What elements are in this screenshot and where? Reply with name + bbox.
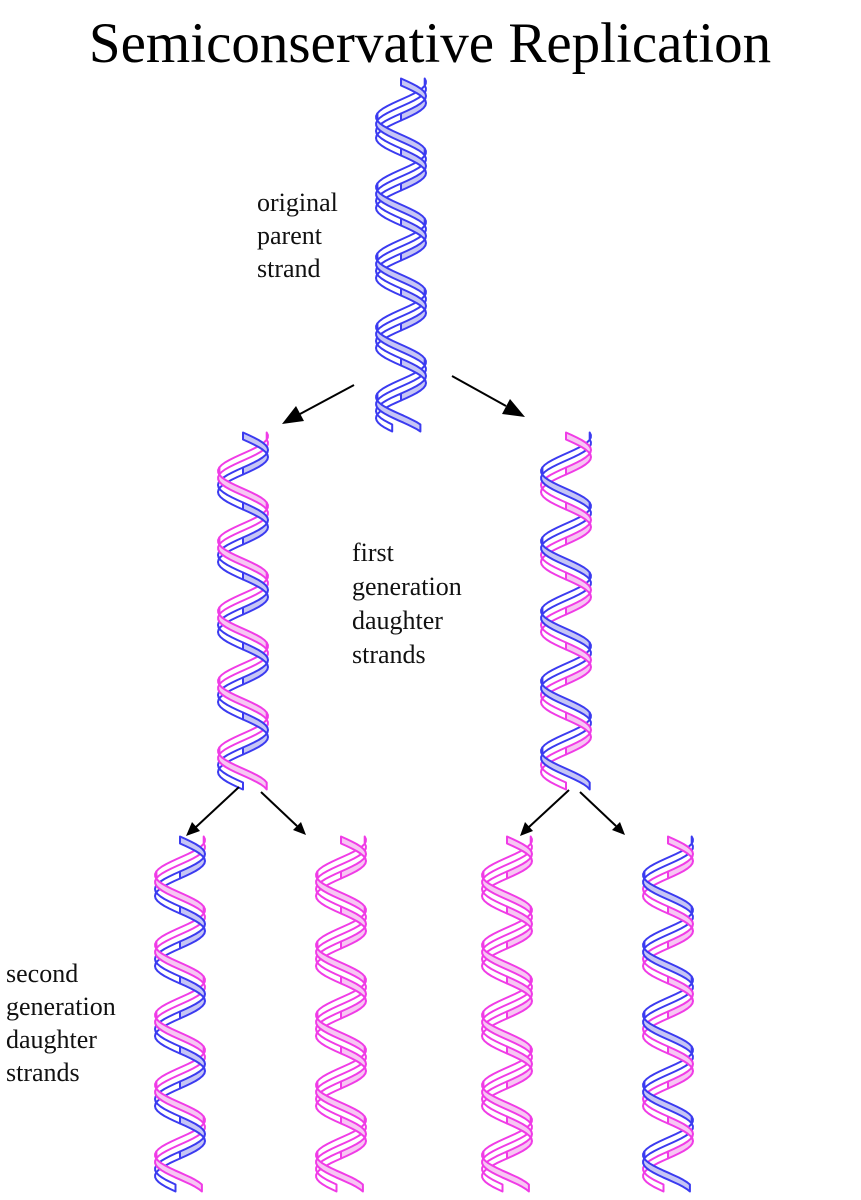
new-strand-segment — [506, 905, 533, 950]
first-gen-left-helix — [217, 431, 269, 791]
label-line: daughter — [6, 1025, 97, 1054]
second-gen-helix-2 — [315, 835, 367, 1193]
label-line: second — [6, 959, 78, 988]
label-line: parent — [257, 221, 323, 250]
arrow-right-to-second-3 — [520, 789, 570, 836]
label-line: strands — [6, 1058, 80, 1087]
label-line: strands — [352, 640, 426, 669]
parent-strand-segment — [400, 77, 427, 122]
parent-strand-segment — [375, 392, 422, 433]
parent-strand-segment — [400, 147, 427, 192]
parent-strand-segment — [242, 431, 269, 476]
parent-strand-segment — [179, 835, 206, 880]
new-strand-segment — [154, 940, 205, 985]
new-strand-segment — [217, 466, 268, 511]
arrow-parent-to-right — [451, 375, 525, 417]
label-line: generation — [352, 572, 462, 601]
label-line: first — [352, 538, 395, 567]
new-strand-segment — [481, 1080, 532, 1125]
new-strand-segment — [217, 676, 268, 721]
parent-strand-segment — [375, 112, 426, 157]
new-strand-segment — [340, 905, 367, 950]
new-strand-segment — [565, 501, 592, 546]
parent-strand-segment — [242, 711, 269, 756]
new-strand-segment — [506, 835, 533, 880]
label-line: generation — [6, 992, 116, 1021]
parent-strand-segment — [179, 1045, 206, 1090]
new-strand-segment — [481, 1150, 530, 1193]
second-gen-helix-3 — [481, 835, 533, 1193]
parent-strand-segment — [642, 1150, 691, 1193]
parent-strand-segment — [179, 975, 206, 1020]
parent-strand-segment — [400, 217, 427, 262]
new-strand-segment — [315, 1010, 366, 1055]
parent-strand-segment — [642, 1010, 693, 1055]
new-strand-segment — [667, 975, 694, 1020]
parent-strand-segment — [179, 905, 206, 950]
parent-strand-segment — [375, 252, 426, 297]
parent-strand-segment — [375, 182, 426, 227]
new-strand-segment — [154, 1010, 205, 1055]
new-strand-segment — [315, 870, 366, 915]
arrow-left-to-second-2 — [260, 791, 306, 835]
label-line: original — [257, 188, 338, 217]
parent-strand-segment — [375, 322, 426, 367]
parent-strand-segment — [540, 466, 591, 511]
new-strand-segment — [565, 571, 592, 616]
new-strand-segment — [154, 1150, 203, 1193]
new-strand-segment — [340, 975, 367, 1020]
new-strand-segment — [565, 431, 592, 476]
label-original-parent-strand: original parent strand — [257, 188, 344, 283]
new-strand-segment — [217, 536, 268, 581]
label-first-generation-daughter-strands: first generation daughter strands — [352, 538, 468, 669]
new-strand-segment — [481, 940, 532, 985]
second-gen-helix-1 — [154, 835, 206, 1193]
new-strand-segment — [506, 975, 533, 1020]
new-strand-segment — [340, 1045, 367, 1090]
new-strand-segment — [667, 1115, 694, 1160]
new-strand-segment — [565, 641, 592, 686]
first-gen-right-helix — [540, 431, 592, 791]
parent-strand-segment — [242, 501, 269, 546]
parent-strand-segment — [540, 606, 591, 651]
new-strand-segment — [667, 835, 694, 880]
label-line: daughter — [352, 606, 443, 635]
parent-strand-segment — [540, 676, 591, 721]
parent-strand-segment — [642, 940, 693, 985]
new-strand-segment — [154, 870, 205, 915]
new-strand-segment — [481, 1010, 532, 1055]
parent-strand-segment — [179, 1115, 206, 1160]
label-line: strand — [257, 254, 321, 283]
new-strand-segment — [217, 606, 268, 651]
parent-strand-segment — [242, 641, 269, 686]
new-strand-segment — [340, 1115, 367, 1160]
new-strand-segment — [667, 905, 694, 950]
parent-strand-segment — [642, 870, 693, 915]
parent-strand-segment — [540, 746, 591, 791]
parent-strand-segment — [400, 287, 427, 332]
parent-strand-segment — [540, 536, 591, 581]
diagram-title: Semiconservative Replication — [89, 12, 771, 75]
parent-strand-segment — [400, 357, 427, 402]
new-strand-segment — [217, 746, 268, 791]
new-strand-segment — [506, 1115, 533, 1160]
new-strand-segment — [565, 711, 592, 756]
arrow-right-to-second-4 — [579, 791, 625, 835]
new-strand-segment — [315, 1080, 366, 1125]
second-gen-helix-4 — [642, 835, 694, 1193]
label-second-generation-daughter-strands: second generation daughter strands — [6, 959, 122, 1087]
new-strand-segment — [340, 835, 367, 880]
parent-strand-segment — [242, 571, 269, 616]
new-strand-segment — [315, 1150, 364, 1193]
new-strand-segment — [481, 870, 532, 915]
arrow-left-to-second-1 — [186, 786, 240, 836]
original-parent-helix — [375, 77, 427, 433]
new-strand-segment — [667, 1045, 694, 1090]
new-strand-segment — [315, 940, 366, 985]
parent-strand-segment — [642, 1080, 693, 1125]
new-strand-segment — [154, 1080, 205, 1125]
arrow-parent-to-left — [282, 384, 355, 424]
new-strand-segment — [506, 1045, 533, 1090]
